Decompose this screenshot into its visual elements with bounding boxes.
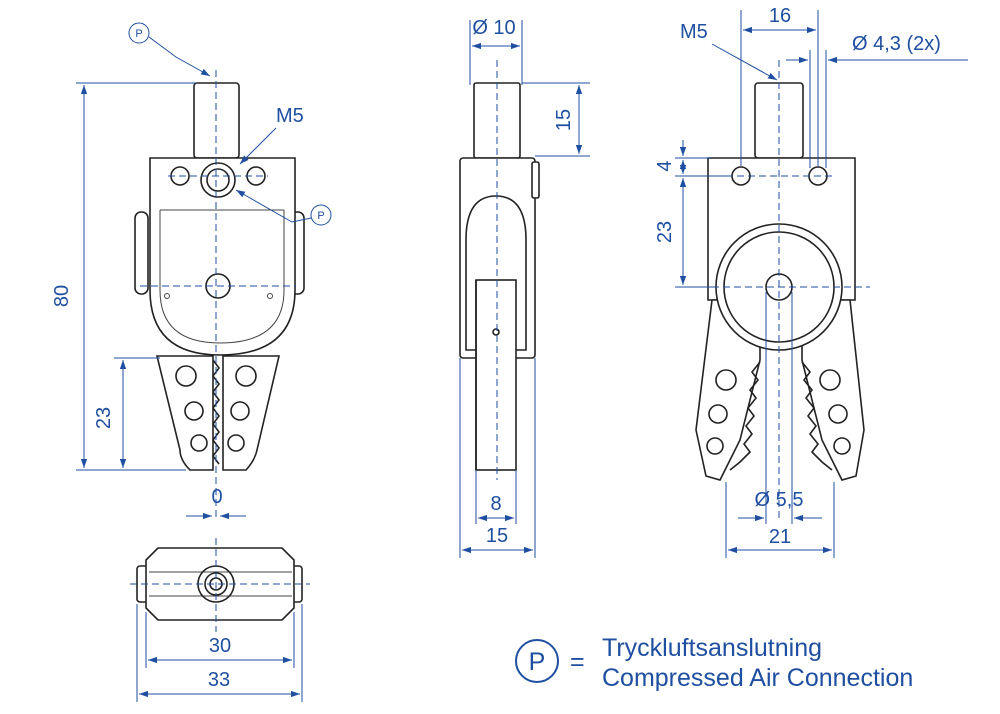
pressure-marker-top: P bbox=[128, 22, 211, 77]
bottom-view bbox=[130, 538, 310, 632]
legend-equals: = bbox=[570, 648, 585, 676]
dim-hole-spacing: 16 bbox=[769, 5, 791, 27]
pressure-symbol-top: P bbox=[135, 28, 142, 40]
dim-top-offset: 4 bbox=[654, 160, 676, 171]
dim-jaw-width: 21 bbox=[769, 526, 791, 548]
front-view bbox=[134, 70, 305, 520]
right-dimensions: M5 16 Ø 4,3 (2x) 4 23 Ø 5,5 21 bbox=[654, 5, 968, 558]
pressure-marker-side: P bbox=[235, 189, 332, 226]
dim-hole-diameter: Ø 4,3 (2x) bbox=[852, 33, 941, 55]
legend-line-english: Compressed Air Connection bbox=[602, 664, 913, 692]
dim-pin-diameter: Ø 10 bbox=[472, 17, 515, 39]
dim-center-offset: 23 bbox=[654, 221, 676, 243]
dim-inner-width-side: 8 bbox=[490, 493, 501, 515]
side-view bbox=[459, 60, 540, 480]
front-dimensions: 80 23 M5 0 bbox=[51, 82, 304, 520]
bottom-dimensions: 30 33 bbox=[136, 604, 303, 702]
legend-symbol: P bbox=[529, 648, 546, 676]
dim-pin-length: 15 bbox=[553, 109, 575, 131]
dim-height-total: 80 bbox=[51, 285, 73, 307]
right-view bbox=[690, 60, 870, 520]
dim-outer-width-side: 15 bbox=[486, 525, 508, 547]
label-thread-right: M5 bbox=[680, 21, 708, 43]
pressure-symbol-side: P bbox=[317, 210, 324, 222]
legend: P = Tryckluftsanslutning Compressed Air … bbox=[515, 634, 913, 692]
dim-outer-width-bottom: 33 bbox=[208, 669, 230, 691]
side-dimensions: Ø 10 15 8 15 bbox=[459, 17, 590, 558]
dim-bore-diameter: Ø 5,5 bbox=[755, 489, 804, 511]
dim-offset: 0 bbox=[211, 486, 222, 508]
dim-tip-length: 23 bbox=[93, 407, 115, 429]
dim-inner-width-bottom: 30 bbox=[209, 635, 231, 657]
label-thread-front: M5 bbox=[276, 105, 304, 127]
legend-line-swedish: Tryckluftsanslutning bbox=[602, 634, 822, 662]
